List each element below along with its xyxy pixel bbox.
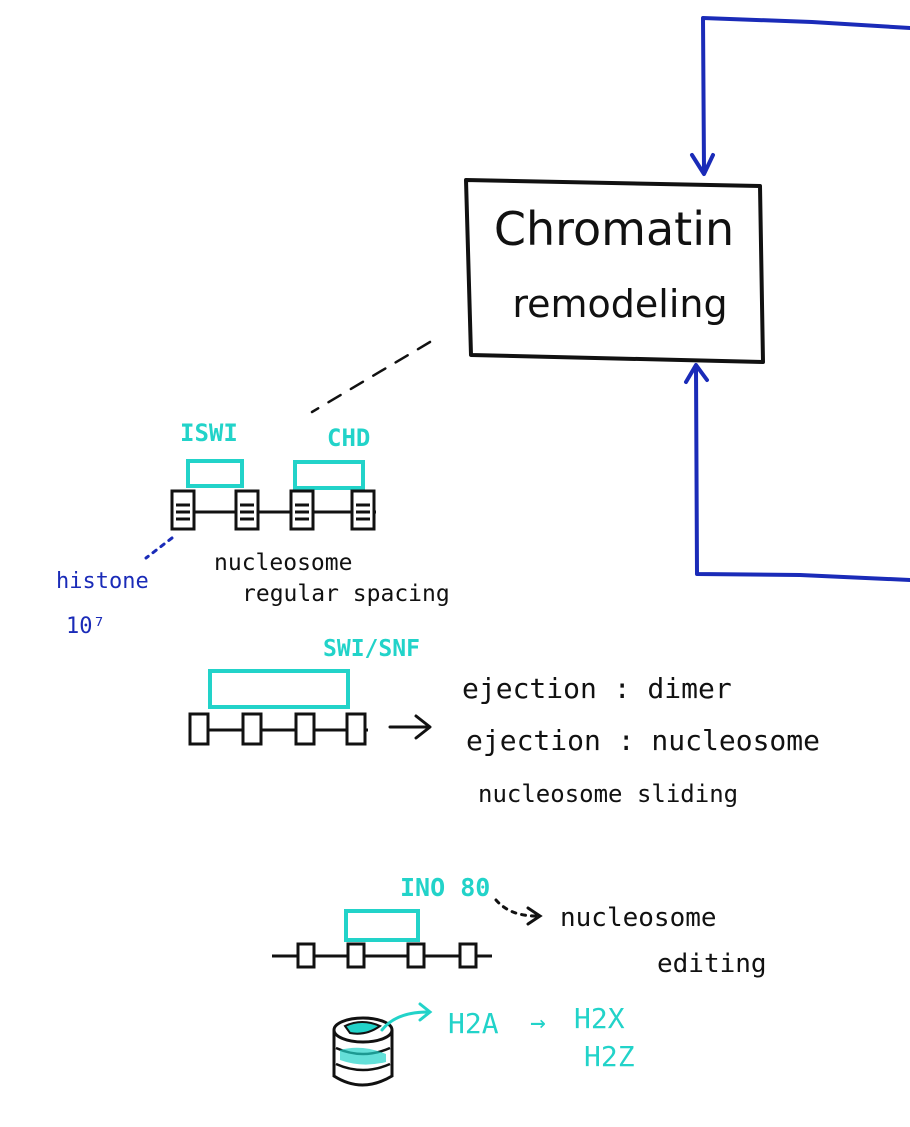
chd-complex (293, 460, 365, 490)
nucleosome-1 (296, 942, 316, 969)
ino80-dotted-arrow (494, 898, 543, 926)
nucleosome-3 (406, 942, 426, 969)
iswi-label: ISWI (180, 419, 238, 447)
spacing-line-1: nucleosome (214, 550, 352, 576)
nucleosome-3 (294, 712, 316, 746)
ino80-outcome-line-1: nucleosome (560, 903, 717, 933)
iswi-chd-section: ISWI CHD histone 10⁷ n (56, 419, 450, 639)
nucleosome-1 (170, 489, 196, 531)
swisnf-nucleosome-array (188, 712, 367, 746)
loop-bottom-arrowhead (684, 363, 709, 384)
chd-label: CHD (327, 424, 370, 452)
nucleosome-1 (188, 712, 210, 746)
histone-note-line-1: histone (56, 569, 149, 594)
variant-from: H2A (448, 1007, 499, 1040)
loop-bottom-line (694, 366, 910, 582)
nucleosome-4 (345, 712, 367, 746)
box-outline (464, 178, 765, 364)
spacing-line-2: regular spacing (242, 581, 450, 607)
box-line-1: Chromatin (494, 202, 734, 256)
swisnf-arrow (388, 714, 432, 740)
nucleosome-2 (241, 712, 263, 746)
swisnf-outcome-1: ejection : dimer (462, 672, 732, 705)
ino80-nucleosome-array (296, 942, 478, 969)
swisnf-section: SWI/SNF ejection : dimer ejection : nucl… (188, 636, 820, 808)
chromatin-remodeling-box: Chromatin remodeling (464, 178, 765, 364)
swisnf-complex (208, 669, 350, 709)
box-line-2: remodeling (512, 282, 727, 326)
nucleosome-2 (346, 942, 366, 969)
variant-to-2: H2Z (584, 1040, 635, 1073)
ino80-outcome-line-2: editing (657, 949, 767, 979)
nucleosome-4 (458, 942, 478, 969)
nucleosome-3 (289, 489, 315, 531)
swisnf-label: SWI/SNF (323, 636, 420, 662)
ino80-label: INO 80 (400, 873, 490, 902)
loop-top-arrowhead (690, 153, 715, 176)
histone-note-line-2: 10⁷ (66, 614, 106, 639)
swisnf-outcome-3: nucleosome sliding (478, 780, 738, 808)
loop-top-line (701, 16, 910, 172)
swisnf-outcome-2: ejection : nucleosome (466, 724, 820, 757)
box-connector-dashed (310, 340, 432, 414)
ino80-section: INO 80 nucleosome editing H2A (272, 873, 767, 1087)
nucleosome-barrel-icon (332, 1016, 394, 1087)
regular-nucleosome-array (170, 489, 376, 531)
iswi-complex (186, 459, 244, 488)
variant-to-1: H2X (574, 1002, 625, 1035)
ino80-complex (344, 909, 420, 942)
histone-pointer-dotted (144, 536, 174, 560)
nucleosome-4 (350, 489, 376, 531)
variant-exchange-arrow (380, 1002, 433, 1032)
feedback-loop (684, 16, 910, 582)
variant-arrow: → (530, 1008, 546, 1038)
nucleosome-2 (234, 489, 260, 531)
